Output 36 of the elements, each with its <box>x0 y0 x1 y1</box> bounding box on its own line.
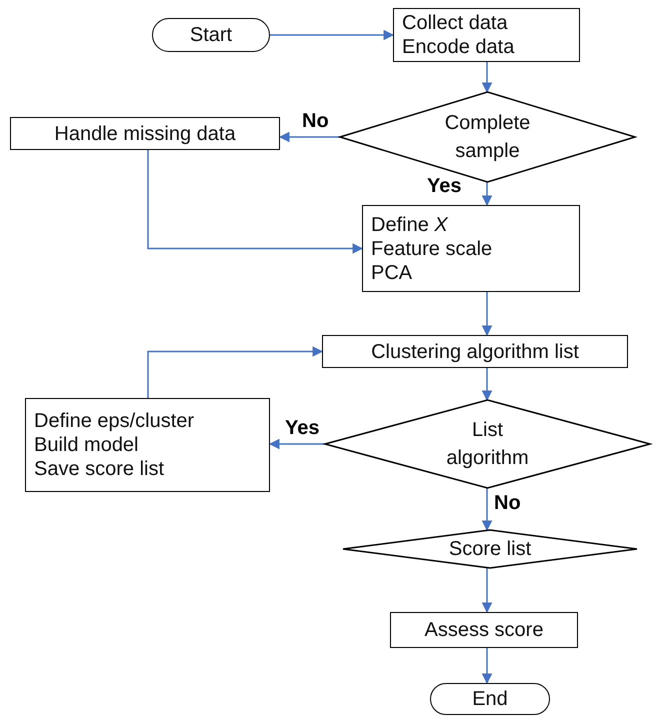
node-text: Define eps/cluster <box>34 409 194 433</box>
arrow <box>482 568 492 614</box>
node-text: Encode data <box>402 35 514 59</box>
node-text: End <box>472 687 508 711</box>
arrow <box>482 648 492 684</box>
node-text: Define X <box>371 212 448 236</box>
arrow <box>147 150 364 254</box>
arrow <box>278 132 340 142</box>
process-box <box>362 205 580 292</box>
terminal-box <box>430 683 550 715</box>
arrow <box>482 488 492 532</box>
node-text: Save score list <box>34 457 164 481</box>
node-text: Feature scale <box>371 236 492 260</box>
arrow <box>147 346 324 398</box>
node-text: Start <box>190 23 232 47</box>
node-text: Assess score <box>424 618 544 642</box>
node-text: Collect data <box>402 11 508 35</box>
node-text: Handle missing data <box>54 122 236 146</box>
arrow <box>482 368 492 402</box>
arrow <box>482 62 492 94</box>
node-text: Clustering algorithm list <box>371 340 579 364</box>
node-text: Score list <box>448 537 532 561</box>
arrow <box>270 30 394 40</box>
process-box <box>25 398 270 492</box>
arrow <box>482 292 492 336</box>
arrow <box>482 182 492 206</box>
process-box <box>10 117 280 150</box>
node-text: Complete sample <box>444 111 532 164</box>
process-box <box>393 8 580 62</box>
node-text: Build model <box>34 433 139 457</box>
process-box <box>322 335 628 368</box>
arrow <box>268 438 325 450</box>
process-box <box>390 612 578 648</box>
terminal-box <box>152 18 270 52</box>
node-text: List algorithm <box>445 418 530 471</box>
node-text: PCA <box>371 260 412 284</box>
